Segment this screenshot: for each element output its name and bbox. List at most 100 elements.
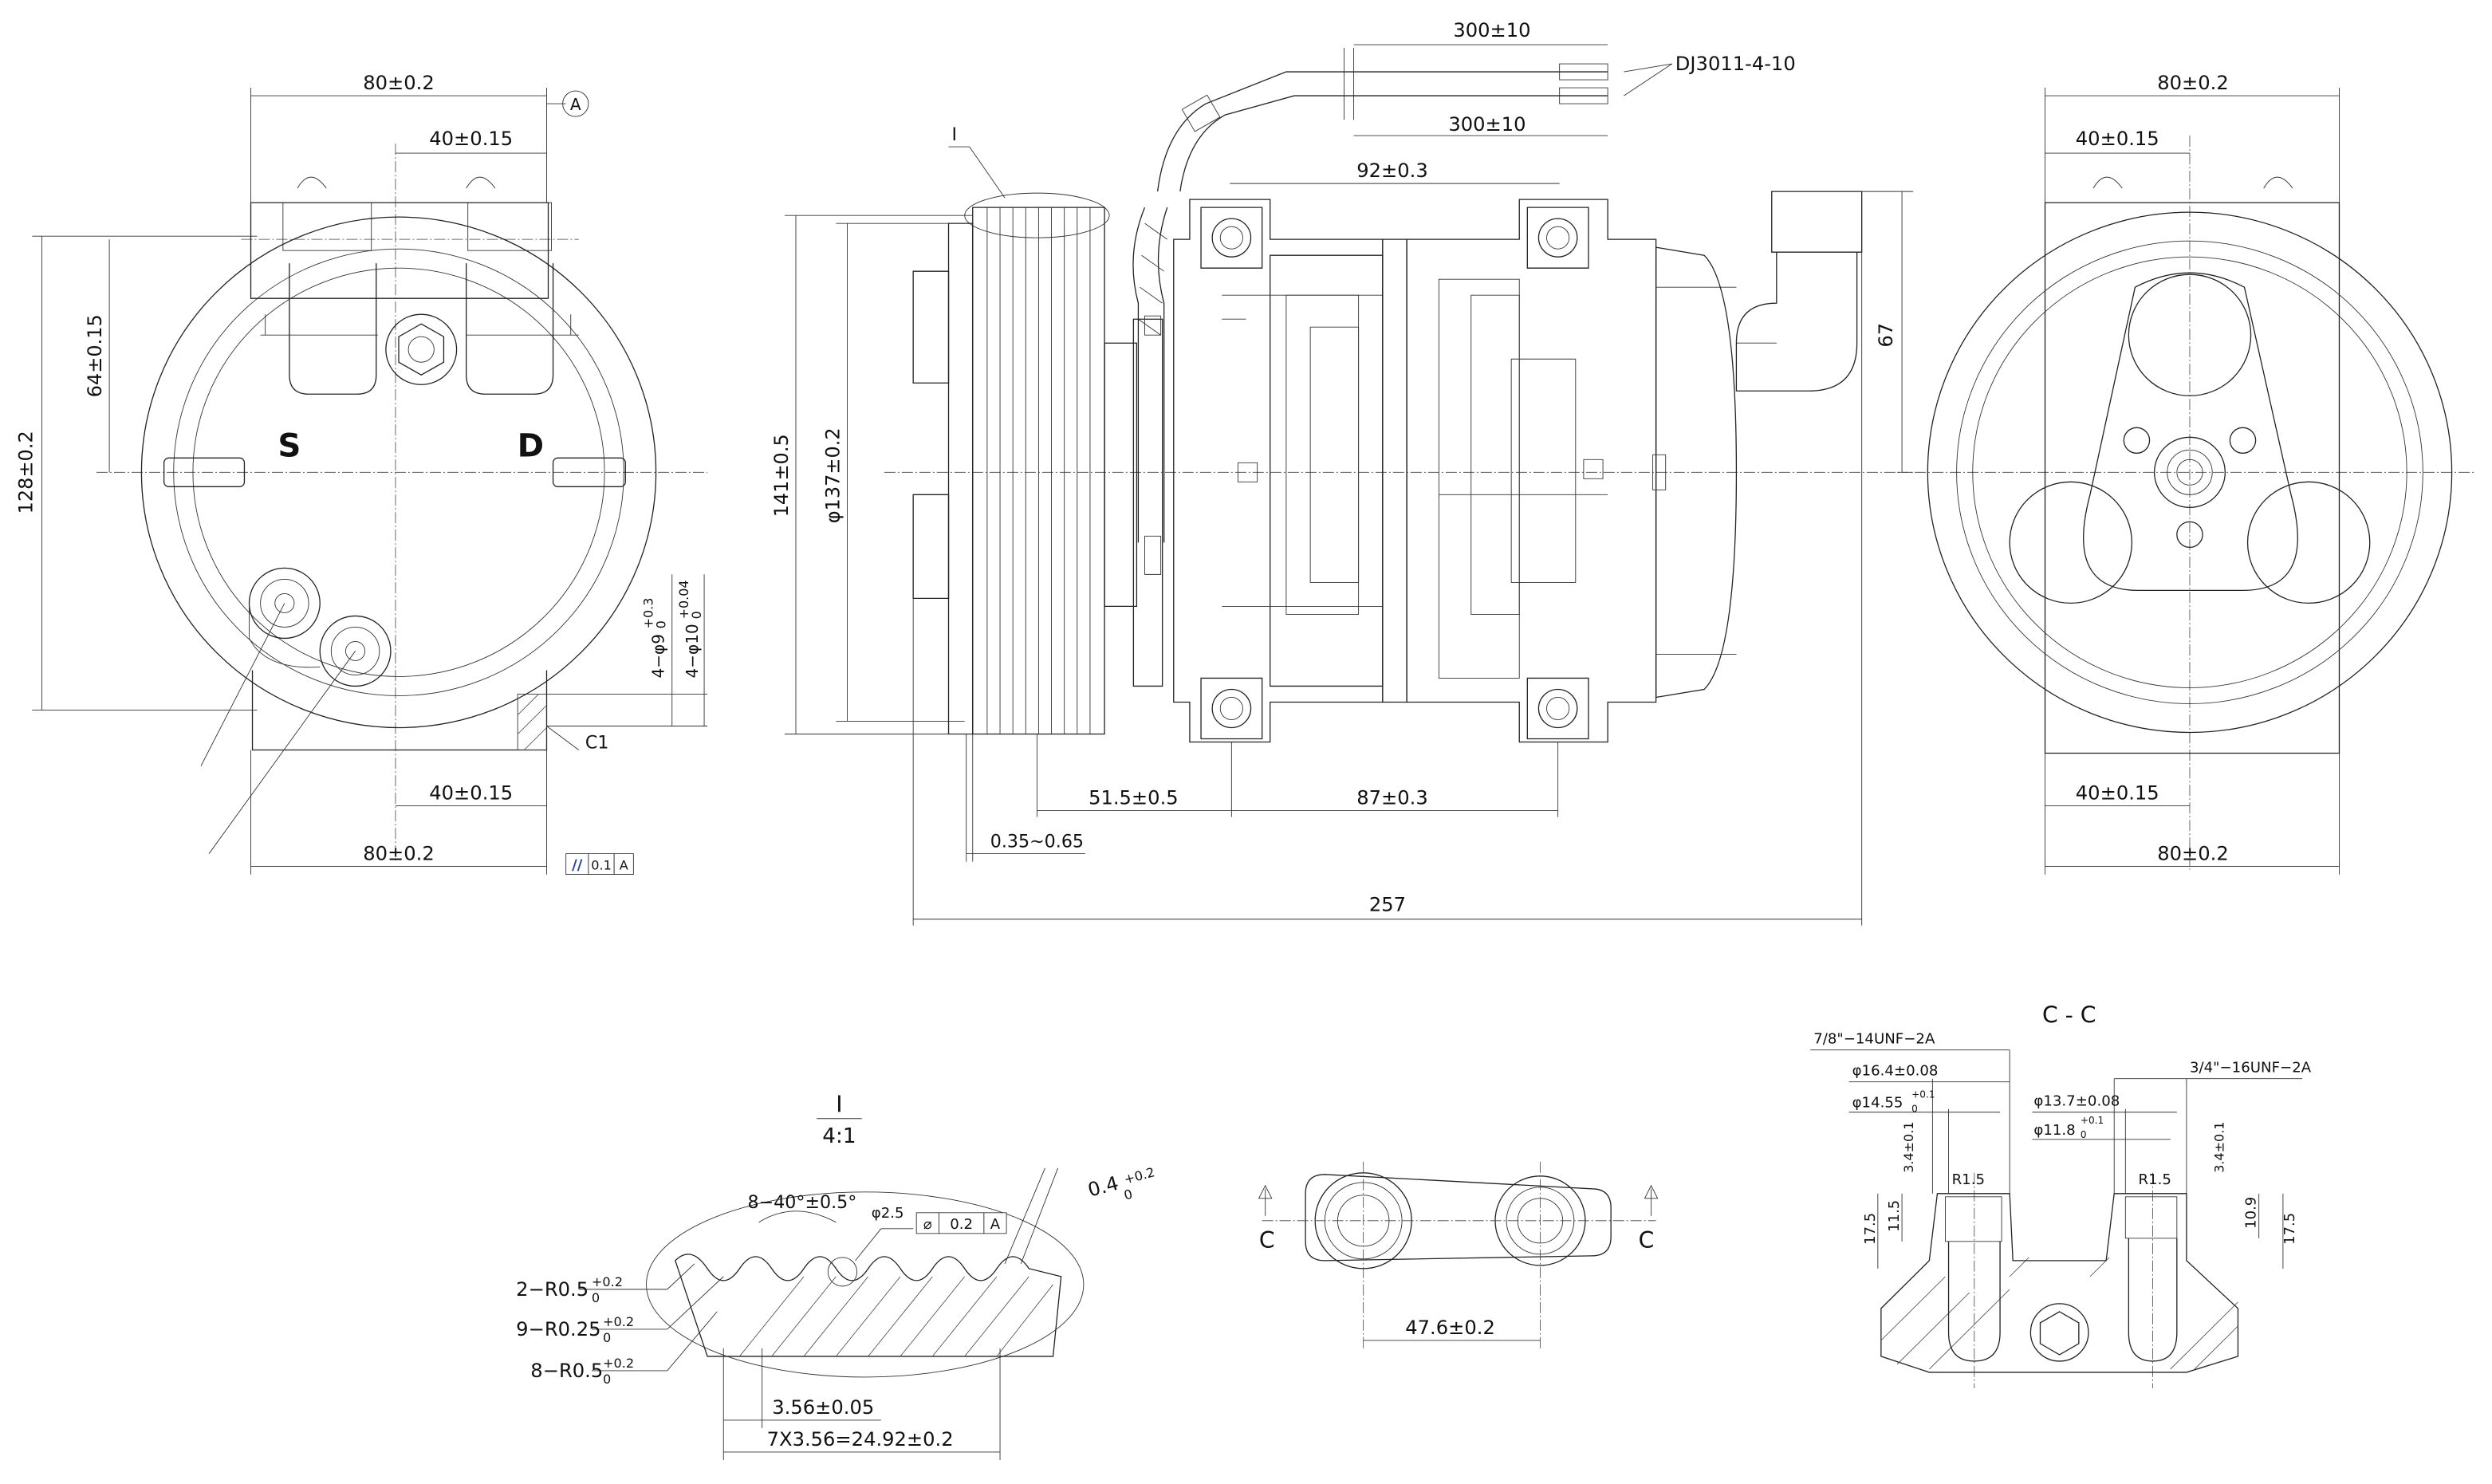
r2-label: 9−R0.25 [516,1318,600,1340]
r2-tol2: 0 [603,1330,611,1345]
pulley-hub-top [913,271,948,383]
wire-harness [1133,207,1145,542]
parallelism-value: 0.1 [591,858,612,873]
front-view: 80±0.2 40±0.15 40±0.15 80±0.2 [1897,72,2476,874]
hole-b-tol2: 0 [689,611,704,619]
left-d2-tol: +0.1 [1911,1089,1935,1100]
right-thread: 3/4"−16UNF−2A [2190,1060,2312,1077]
side-dim-bottom-width: 80±0.2 [363,843,435,865]
front-pulley-outer [1927,212,2451,732]
suction-label: S [278,427,301,464]
bolt-spacing-dim: 92±0.3 [1356,159,1428,182]
wire-bottom-dim: 300±10 [1448,113,1526,136]
side-dim-top-width: 80±0.2 [363,72,435,94]
gap-dim: 0.35~0.65 [990,832,1084,852]
wire-top-dim: 300±10 [1453,19,1530,41]
left-h1: 11.5 [1886,1200,1903,1232]
r3-tol2: 0 [603,1372,611,1387]
r3-tol: +0.2 [603,1356,634,1371]
right-fillet: R1.5 [2138,1171,2171,1188]
pitch-total-label: 7X3.56=24.92±0.2 [767,1428,954,1451]
r1-tol: +0.2 [592,1274,623,1289]
r2-tol: +0.2 [603,1314,634,1329]
detail-title: I [836,1092,842,1118]
detail-marker-i: I [952,124,958,145]
groove-profile [675,1254,1061,1356]
offset-b-dim: 87±0.3 [1356,787,1428,809]
hole-b-dim: 4−φ10 [683,624,702,678]
hole-a-tol: +0.3 [640,598,655,629]
side-dim-top-half: 40±0.15 [429,128,513,150]
hole-a-tol2: 0 [654,620,669,628]
port-top-view: C C 47.6±0.2 [1259,1162,1658,1348]
front-body [1174,199,1383,742]
chamfer-label: C1 [585,733,609,754]
datum-a-marker [563,91,589,116]
left-fillet: R1.5 [1952,1171,1985,1188]
discharge-label: D [518,427,544,464]
section-title: C - C [2042,1002,2096,1029]
pitch-label: 3.56±0.05 [772,1396,874,1419]
main-view: I DJ3011-4-10 300±10 300±10 [770,19,1913,926]
flatness-value: 0.2 [950,1216,973,1233]
right-d2-tol: +0.1 [2081,1115,2104,1126]
tip-tol2: 0 [1122,1187,1134,1203]
side-dim-bottom-half: 40±0.15 [429,782,513,805]
connector-label: DJ3011-4-10 [1675,53,1796,75]
left-d2: φ14.55 [1852,1095,1903,1112]
tip-label: 0.4 [1085,1172,1120,1202]
parallelism-datum: A [620,858,628,873]
detail-i-circle [965,193,1109,238]
side-view: S D 80±0.2 A 40±0.15 40±0.15 8 [14,72,707,874]
r1-tol2: 0 [592,1290,600,1305]
side-housing-outer [141,217,655,727]
front-dim-bottom-half: 40±0.15 [2076,782,2159,805]
right-depth: 3.4±0.1 [2211,1122,2226,1173]
right-h1: 10.9 [2243,1197,2260,1229]
section-body [1881,1194,2238,1372]
hole-a-dim: 4−φ9 [649,634,668,678]
rear-cap [1656,247,1737,697]
detail-i-view: I 4:1 φ2.5 ⌀ 0.2 A 8−40°±0.5° 0.4 +0.2 0 [516,1092,1156,1460]
overall-dia-dim: 141±0.5 [770,434,793,517]
parallelism-symbol: // [572,857,583,874]
detail-scale: 4:1 [822,1124,856,1148]
right-d2-tol2: 0 [2081,1129,2087,1140]
section-mark-left: C [1259,1227,1275,1254]
right-d2: φ11.8 [2033,1122,2075,1139]
left-thread: 7/8"−14UNF−2A [1813,1031,1935,1048]
port-spacing-dim: 47.6±0.2 [1405,1317,1495,1339]
offset-a-dim: 51.5±0.5 [1089,787,1179,809]
datum-a-label: A [570,95,581,114]
left-h2: 17.5 [1862,1213,1879,1245]
right-d1: φ13.7±0.08 [2033,1093,2120,1110]
elbow-fitting [1772,191,1862,252]
front-dim-top-width: 80±0.2 [2157,72,2229,94]
groove-angle-label: 8−40°±0.5° [748,1192,857,1213]
front-dim-bottom-width: 80±0.2 [2157,843,2229,865]
side-dim-total-height: 128±0.2 [14,431,37,514]
front-flange [2045,203,2340,753]
fitting-right [320,616,391,686]
total-length-dim: 257 [1369,894,1406,916]
left-depth: 3.4±0.1 [1901,1122,1916,1173]
flatness-symbol: ⌀ [923,1216,932,1233]
section-cc-view: C - C 7/8"−14UNF−2A φ16.4±0.08 φ14.55 +0… [1810,1002,2312,1388]
pulley-dia-dim: φ137±0.2 [821,427,844,523]
section-mark-right: C [1639,1227,1655,1254]
hole-b-tol: +0.04 [676,580,691,619]
rear-body [1407,199,1655,742]
left-d1: φ16.4±0.08 [1852,1063,1939,1080]
tip-tol: +0.2 [1122,1164,1156,1187]
flatness-datum: A [990,1216,1001,1233]
pulley-hub-bottom [913,494,948,598]
fitting-height-dim: 67 [1875,323,1897,348]
front-dim-top-half: 40±0.15 [2076,128,2159,150]
r3-label: 8−R0.5 [530,1360,603,1382]
pin-dia-label: φ2.5 [872,1205,904,1222]
r1-label: 2−R0.5 [516,1278,589,1301]
left-d2-tol2: 0 [1911,1104,1918,1115]
side-dim-port-height: 64±0.15 [84,314,106,397]
clutch-plate [2084,273,2298,590]
